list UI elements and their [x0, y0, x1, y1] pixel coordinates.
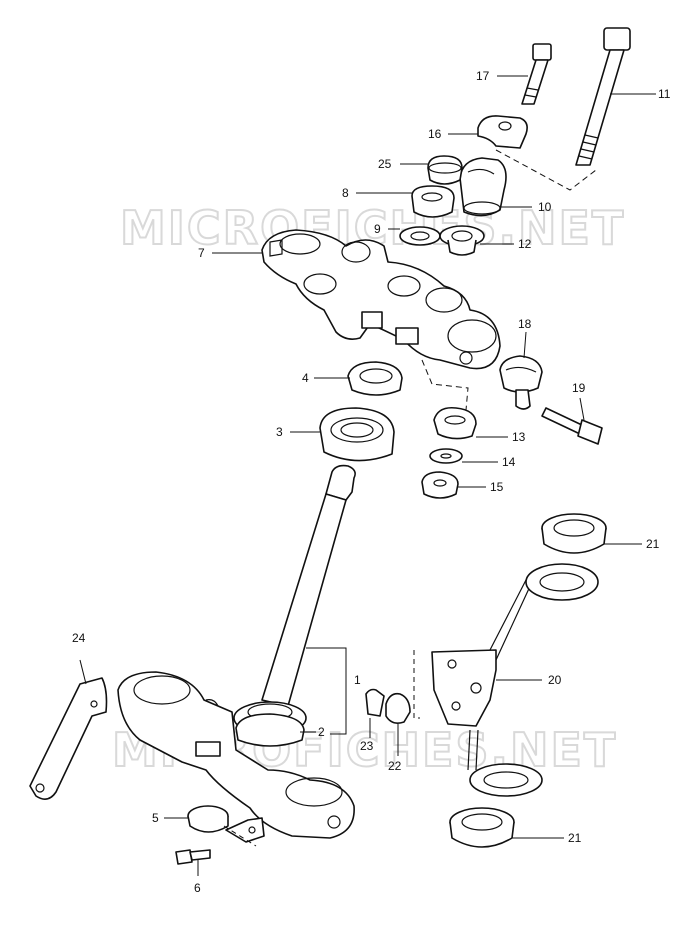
callout-9: 9	[374, 222, 381, 236]
part-10-holder	[459, 157, 507, 217]
callout-10: 10	[538, 200, 552, 214]
part-4-nut	[347, 361, 403, 396]
callout-22: 22	[388, 759, 402, 773]
part-20-bracket	[431, 563, 599, 797]
callout-16: 16	[428, 127, 442, 141]
part-8-nut	[411, 185, 455, 218]
part-13-bush	[433, 406, 477, 440]
callout-20: 20	[548, 673, 562, 687]
part-14-washer	[429, 448, 463, 464]
part-7-upper-bracket	[261, 229, 501, 370]
part-15-nut	[421, 471, 459, 499]
callout-6: 6	[194, 881, 201, 895]
part-21-grommet-upper	[541, 513, 607, 554]
part-9-washer	[399, 226, 441, 246]
part-17-bolt	[521, 43, 552, 105]
callout-18: 18	[518, 317, 532, 331]
callout-2: 2	[318, 725, 325, 739]
part-1-steering-stem	[233, 464, 356, 735]
callout-13: 13	[512, 430, 526, 444]
callout-17: 17	[476, 69, 490, 83]
callout-23: 23	[360, 739, 374, 753]
part-19-bolt	[541, 407, 603, 445]
lower-bracket	[117, 671, 355, 839]
part-5-grommet	[187, 805, 265, 843]
part-25-cap	[427, 155, 463, 185]
part-23-collar	[365, 688, 385, 717]
part-24-stay	[29, 677, 108, 800]
callout-7: 7	[198, 246, 205, 260]
part-3-bearing	[319, 407, 395, 462]
part-2-bearing	[235, 713, 305, 747]
callout-11: 11	[658, 87, 671, 101]
part-21-grommet-lower	[449, 807, 515, 848]
part-16-clamp-cap	[477, 115, 528, 149]
callout-4: 4	[302, 371, 309, 385]
callout-19: 19	[572, 381, 586, 395]
part-11-long-bolt	[575, 27, 631, 166]
part-12-bush	[439, 225, 485, 256]
callout-3: 3	[276, 425, 283, 439]
callout-1: 1	[354, 673, 361, 687]
callout-5: 5	[152, 811, 159, 825]
callout-15: 15	[490, 480, 504, 494]
callout-21-lower: 21	[568, 831, 582, 845]
callout-12: 12	[518, 237, 532, 251]
part-6-screw	[175, 849, 211, 865]
leader-lines	[79, 75, 656, 876]
callout-25: 25	[378, 157, 392, 171]
callout-24: 24	[72, 631, 86, 645]
callout-14: 14	[502, 455, 516, 469]
callout-8: 8	[342, 186, 349, 200]
part-18-clip	[499, 355, 543, 410]
callout-21-upper: 21	[646, 537, 660, 551]
part-22-cushion	[385, 692, 411, 724]
